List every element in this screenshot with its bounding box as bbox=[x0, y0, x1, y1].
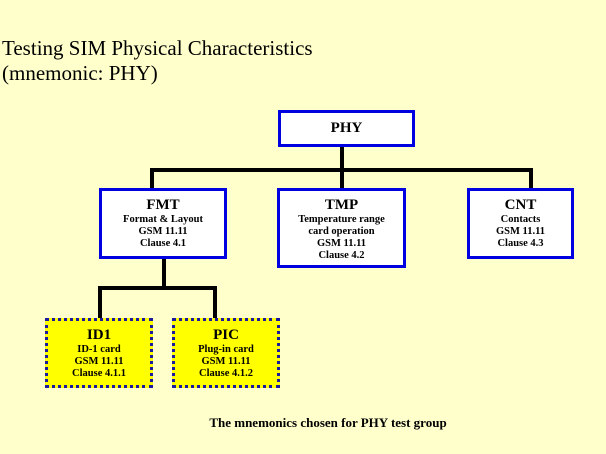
node-tmp: TMP Temperature range card operation GSM… bbox=[277, 188, 406, 268]
node-line: ID-1 card bbox=[77, 344, 121, 355]
node-line: card operation bbox=[308, 226, 375, 237]
node-line: GSM 11.11 bbox=[495, 226, 545, 237]
node-line: Plug-in card bbox=[198, 344, 254, 355]
node-line: Clause 4.2 bbox=[318, 250, 365, 261]
slide-title: Testing SIM Physical Characteristics (mn… bbox=[2, 36, 313, 86]
node-cnt: CNT Contacts GSM 11.11 Clause 4.3 bbox=[467, 188, 574, 259]
node-label: TMP bbox=[324, 197, 359, 213]
node-line: Contacts bbox=[500, 214, 541, 225]
connector bbox=[529, 168, 533, 190]
node-line: GSM 11.11 bbox=[74, 356, 124, 367]
title-line-1: Testing SIM Physical Characteristics bbox=[2, 36, 313, 60]
node-id1: ID1 ID-1 card GSM 11.11 Clause 4.1.1 bbox=[45, 318, 153, 388]
node-label: CNT bbox=[504, 197, 537, 213]
title-line-2: (mnemonic: PHY) bbox=[2, 61, 158, 85]
node-line: GSM 11.11 bbox=[201, 356, 251, 367]
node-line: GSM 11.11 bbox=[316, 238, 366, 249]
connector bbox=[162, 258, 166, 288]
node-line: Clause 4.3 bbox=[497, 238, 544, 249]
connector bbox=[213, 286, 217, 319]
node-fmt: FMT Format & Layout GSM 11.11 Clause 4.1 bbox=[99, 188, 227, 259]
node-line: Clause 4.1.2 bbox=[199, 368, 253, 379]
connector bbox=[150, 168, 154, 190]
node-line: Clause 4.1.1 bbox=[72, 368, 126, 379]
node-label: PIC bbox=[213, 327, 239, 343]
node-label: ID1 bbox=[86, 327, 112, 343]
caption: The mnemonics chosen for PHY test group bbox=[209, 415, 447, 430]
node-line: Temperature range bbox=[298, 214, 385, 225]
node-phy: PHY bbox=[278, 110, 415, 147]
connector bbox=[150, 168, 533, 172]
node-line: Clause 4.1 bbox=[139, 238, 187, 249]
connector bbox=[98, 286, 102, 319]
node-label: PHY bbox=[330, 120, 363, 136]
connector bbox=[98, 286, 217, 290]
node-line: GSM 11.11 bbox=[138, 226, 188, 237]
node-label: FMT bbox=[146, 197, 180, 213]
node-line: Format & Layout bbox=[123, 214, 203, 225]
node-pic: PIC Plug-in card GSM 11.11 Clause 4.1.2 bbox=[172, 318, 280, 388]
